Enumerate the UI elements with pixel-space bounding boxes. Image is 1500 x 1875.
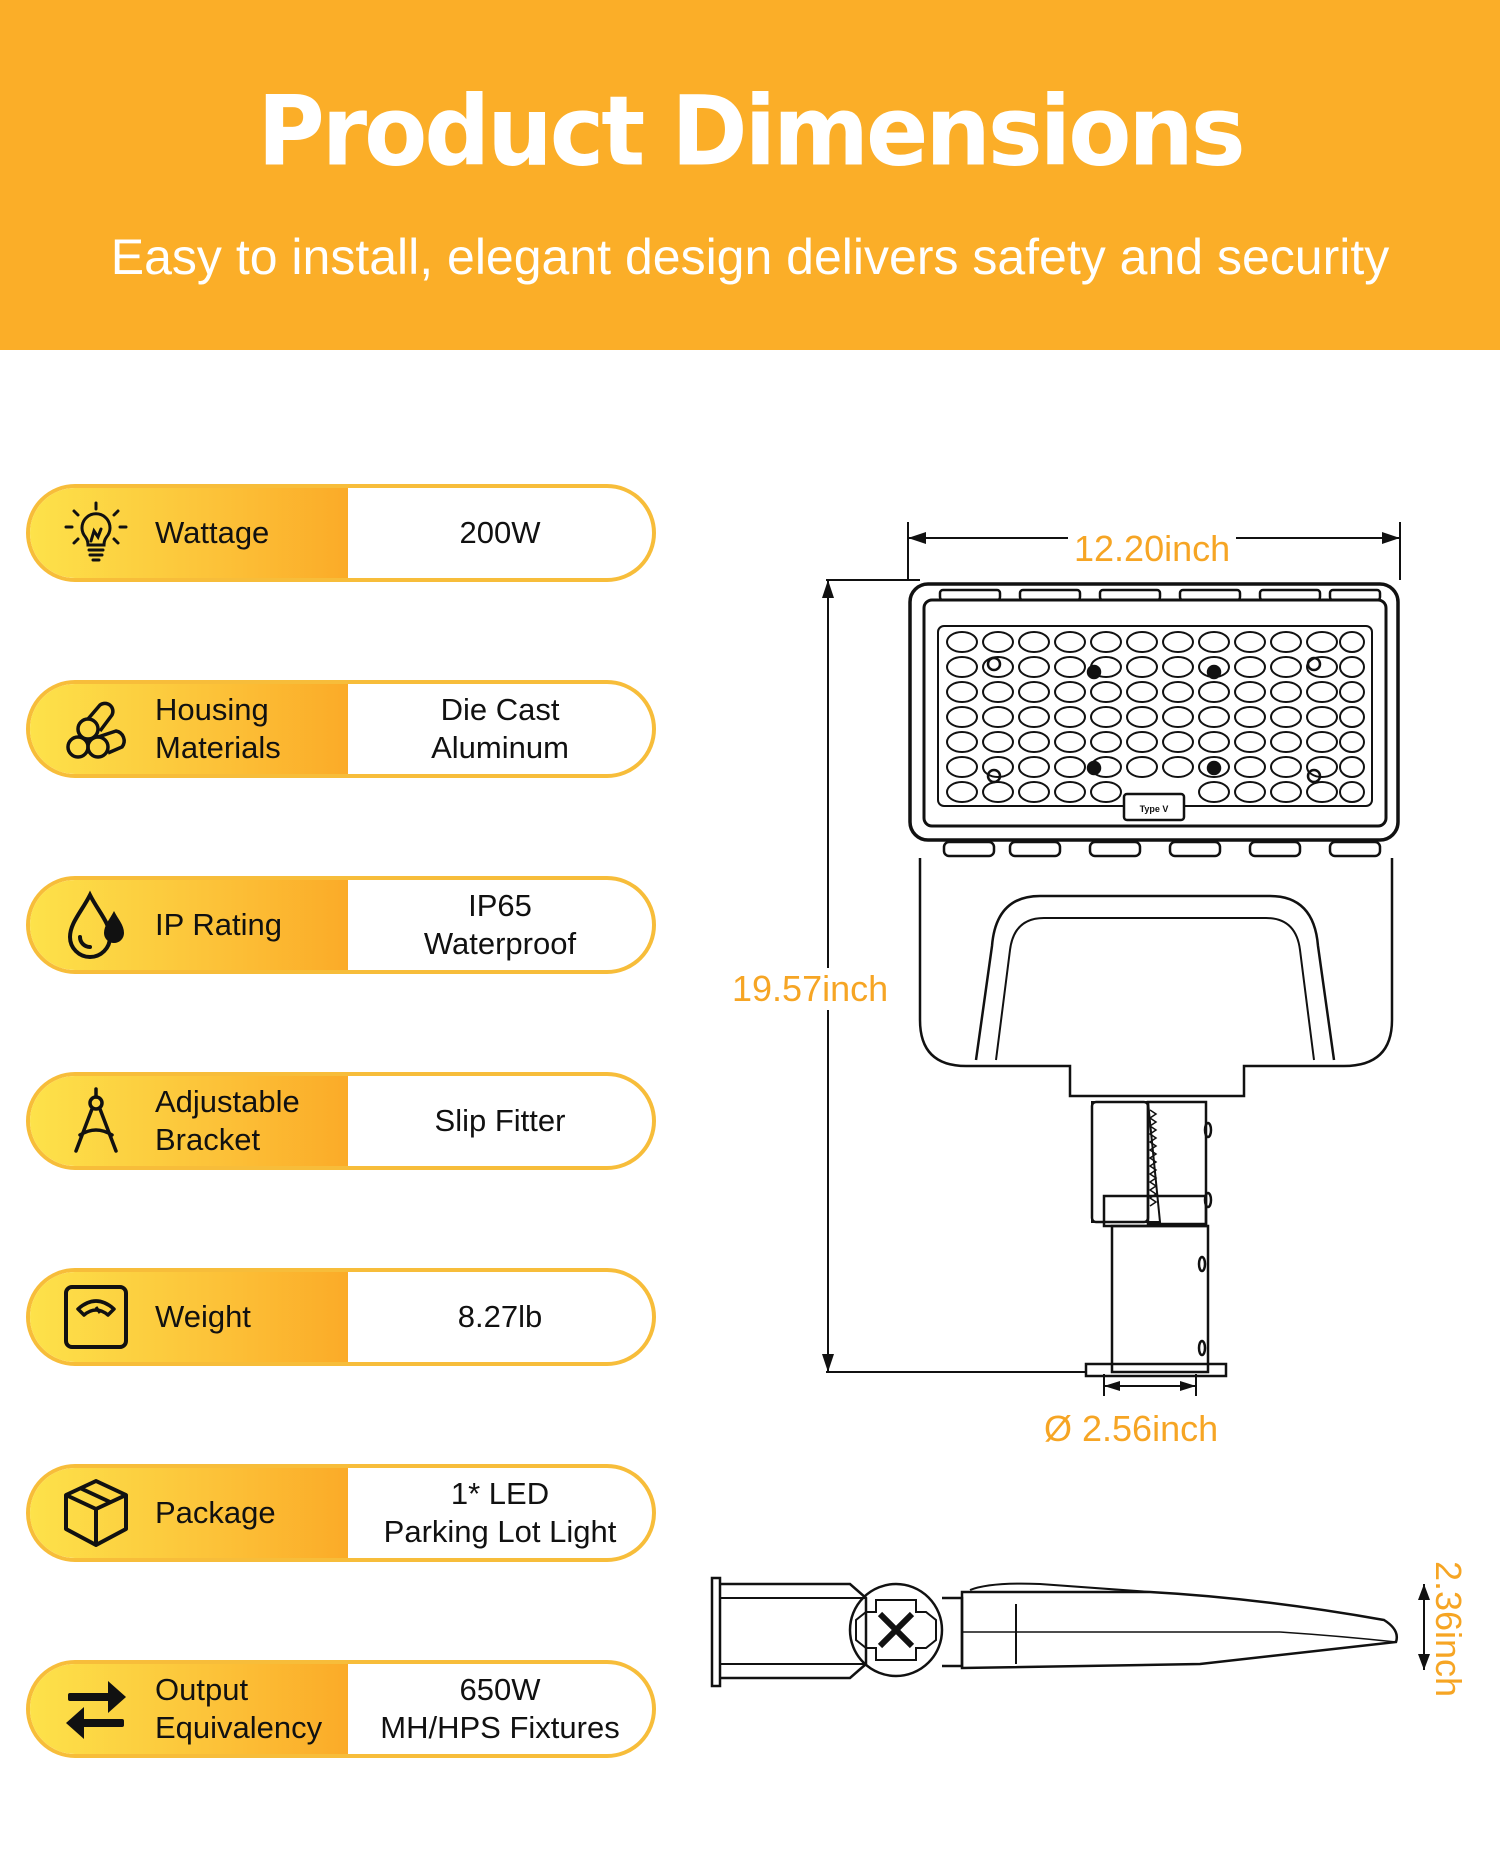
spec-label-panel: Adjustable Bracket — [30, 1076, 348, 1166]
spec-row-housing-materials: Housing Materials Die Cast Aluminum — [26, 680, 656, 778]
spec-label-panel: Housing Materials — [30, 684, 348, 774]
dimension-diameter: Ø 2.56inch — [1044, 1408, 1219, 1449]
header-banner: Product Dimensions Easy to install, eleg… — [0, 0, 1500, 350]
spec-value: IP65 Waterproof — [423, 888, 577, 961]
spec-value: 200W — [459, 515, 541, 550]
spec-label: Housing Materials — [155, 692, 281, 765]
dimension-depth: 2.36inch — [1428, 1560, 1470, 1698]
spec-row-package: Package 1* LED Parking Lot Light — [26, 1464, 656, 1562]
spec-value: 1* LED Parking Lot Light — [383, 1476, 617, 1549]
spec-label: Output Equivalency — [155, 1672, 323, 1745]
compass-bracket-icon — [74, 1087, 118, 1153]
spec-label-panel: Package — [30, 1468, 348, 1558]
spec-label: Weight — [155, 1299, 251, 1334]
spec-row-wattage: Wattage 200W — [26, 484, 656, 582]
exchange-arrows-icon — [66, 1681, 126, 1739]
spec-value: 8.27lb — [457, 1299, 543, 1334]
spec-label-panel: Wattage — [30, 488, 348, 578]
light-bulb-icon — [64, 501, 128, 562]
materials-stack-icon — [66, 701, 126, 759]
spec-label-panel: Weight — [30, 1272, 348, 1362]
page-title: Product Dimensions — [257, 75, 1245, 188]
water-drops-icon — [67, 890, 124, 959]
package-box-icon — [64, 1479, 128, 1547]
spec-value: Die Cast Aluminum — [431, 692, 569, 765]
scale-icon — [64, 1285, 128, 1349]
page-subtitle: Easy to install, elegant design delivers… — [110, 229, 1390, 285]
spec-label-panel: Output Equivalency — [30, 1664, 348, 1754]
spec-row-adjustable-bracket: Adjustable Bracket Slip Fitter — [26, 1072, 656, 1170]
spec-label-panel: IP Rating — [30, 880, 348, 970]
spec-row-weight: Weight 8.27lb — [26, 1268, 656, 1366]
spec-label: Package — [155, 1495, 276, 1530]
product-type-label: Type V — [1140, 804, 1169, 814]
spec-row-ip-rating: IP Rating IP65 Waterproof — [26, 876, 656, 974]
spec-row-output-equivalency: Output Equivalency 650W MH/HPS Fixtures — [26, 1660, 656, 1758]
spec-label: Adjustable Bracket — [155, 1084, 300, 1157]
spec-label: Wattage — [155, 515, 270, 550]
spec-value: Slip Fitter — [434, 1103, 566, 1138]
dimension-height: 19.57inch — [732, 968, 889, 1010]
dimension-width: 12.20inch — [1068, 528, 1237, 570]
spec-label: IP Rating — [155, 907, 282, 942]
spec-value: 650W MH/HPS Fixtures — [380, 1672, 620, 1745]
